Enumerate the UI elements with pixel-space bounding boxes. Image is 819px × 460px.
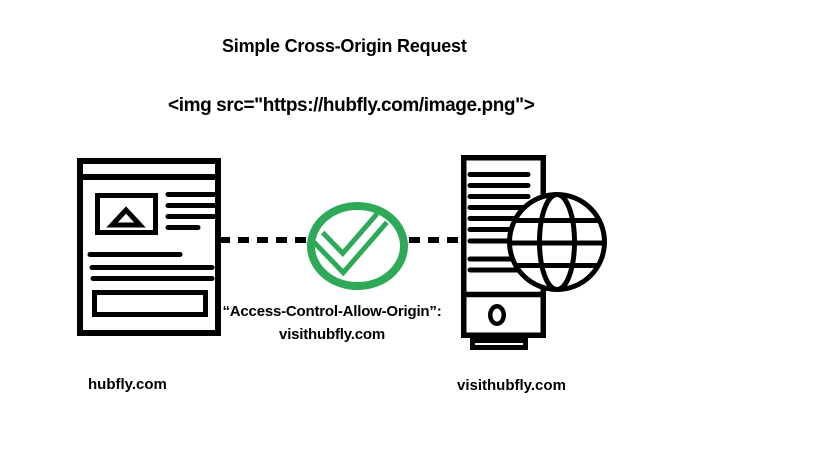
server-domain-label: visithubfly.com [457, 377, 566, 394]
client-webpage [74, 155, 224, 340]
code-snippet: <img src="https://hubfly.com/image.png"> [168, 95, 535, 116]
origin-server [458, 152, 613, 354]
diagram-title: Simple Cross-Origin Request [222, 36, 467, 56]
webpage-icon [77, 158, 221, 336]
response-header-text: “Access-Control-Allow-Origin”: visithubf… [222, 300, 442, 346]
response-header-line1: “Access-Control-Allow-Origin”: [222, 303, 442, 320]
server-globe-icon [461, 155, 607, 350]
response-header-line2: visithubfly.com [279, 326, 385, 343]
cors-allowed-badge [303, 198, 413, 294]
client-domain-label: hubfly.com [88, 376, 167, 393]
check-circle-icon [307, 202, 408, 290]
